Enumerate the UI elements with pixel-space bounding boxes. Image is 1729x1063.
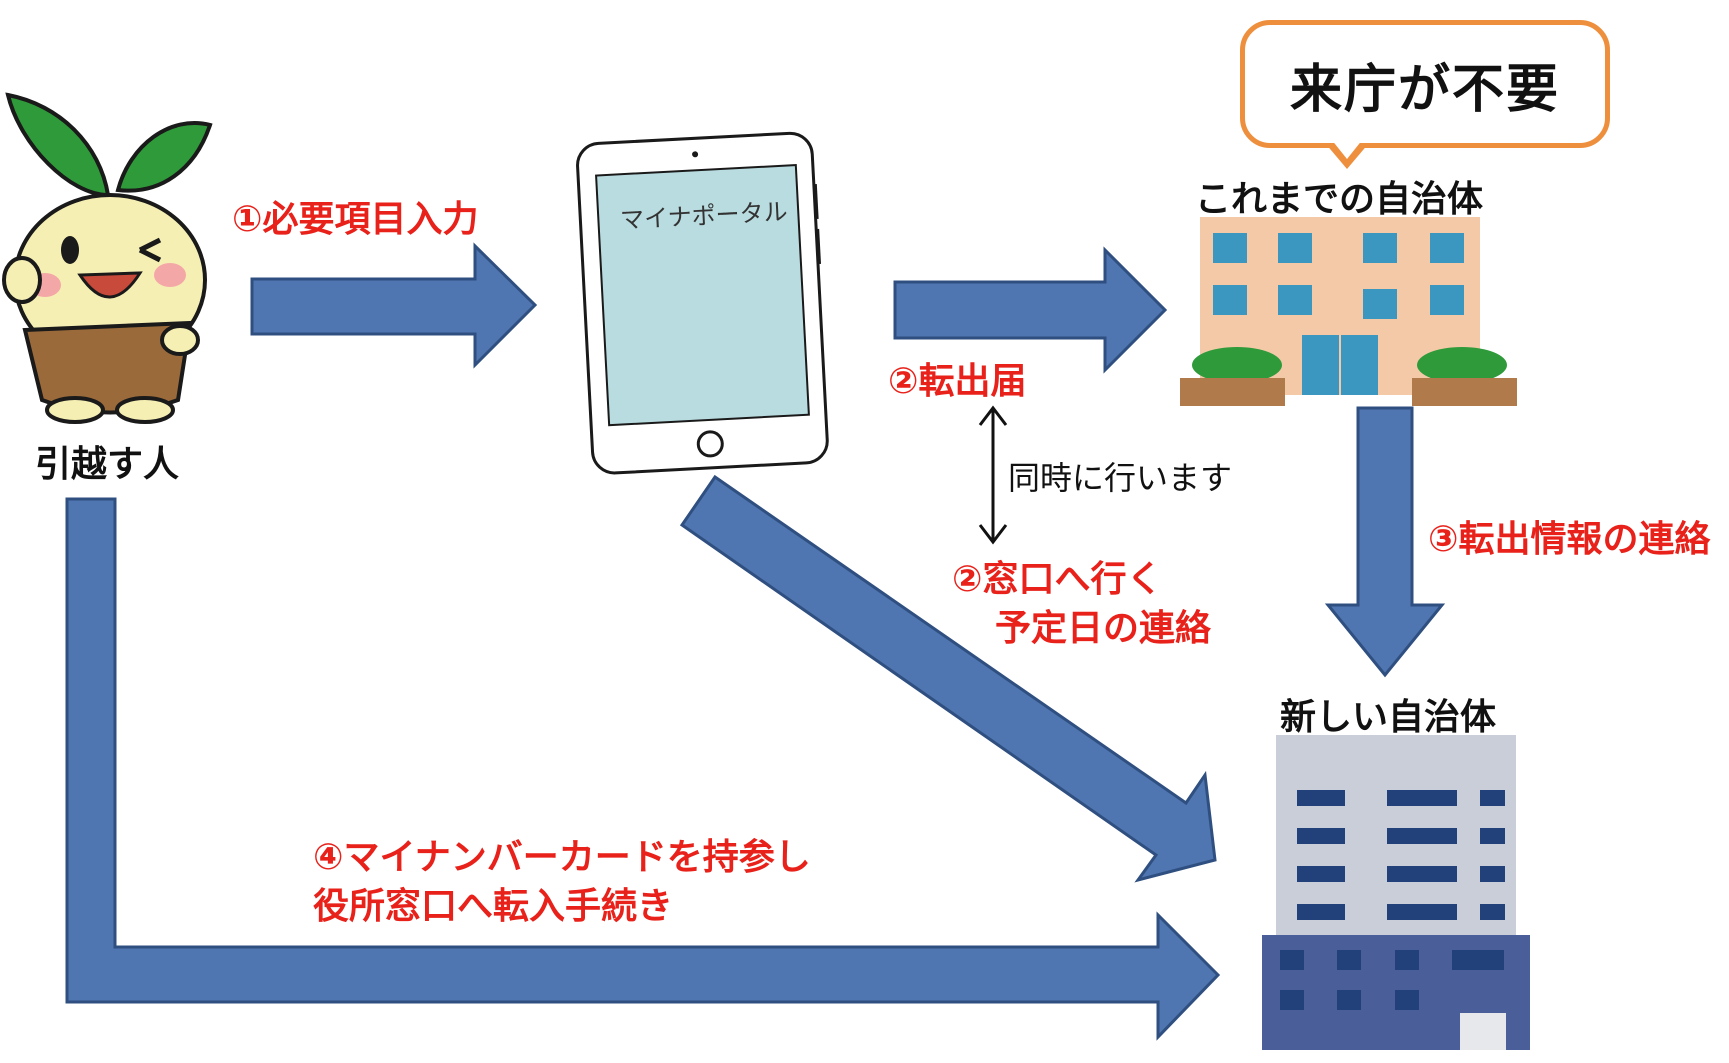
step4-label-line2: 役所窓口へ転入手続き xyxy=(313,886,674,927)
step4-label-line1: ④マイナンバーカードを持参し xyxy=(313,837,811,878)
step2b-label-line2: 予定日の連絡 xyxy=(995,608,1212,649)
arrow-step1 xyxy=(250,242,538,369)
step2b-label-line1: ②窓口へ行く xyxy=(952,559,1163,600)
new-building-icon xyxy=(1262,735,1530,1050)
arrow-step3 xyxy=(1324,406,1446,678)
step3-label: ③転出情報の連絡 xyxy=(1428,519,1711,560)
step2a-label: ②転出届 xyxy=(888,361,1027,402)
simultaneous-label: 同時に行います xyxy=(1008,459,1233,497)
old-building-icon xyxy=(1180,217,1517,406)
speech-bubble-text: 来庁が不要 xyxy=(1289,59,1560,120)
tablet-icon xyxy=(576,131,829,475)
old-municipality-label: これまでの自治体 xyxy=(1195,179,1484,220)
speech-bubble: 来庁が不要 xyxy=(1240,20,1610,148)
mascot-character xyxy=(2,92,213,424)
arrow-step2b xyxy=(679,474,1217,883)
new-municipality-label: 新しい自治体 xyxy=(1280,697,1497,738)
simultaneous-double-arrow xyxy=(978,405,1008,545)
step1-label: ①必要項目入力 xyxy=(232,199,479,240)
person-label: 引越す人 xyxy=(35,444,180,485)
arrow-step2 xyxy=(893,246,1168,374)
arrow-step4 xyxy=(65,497,1221,1041)
